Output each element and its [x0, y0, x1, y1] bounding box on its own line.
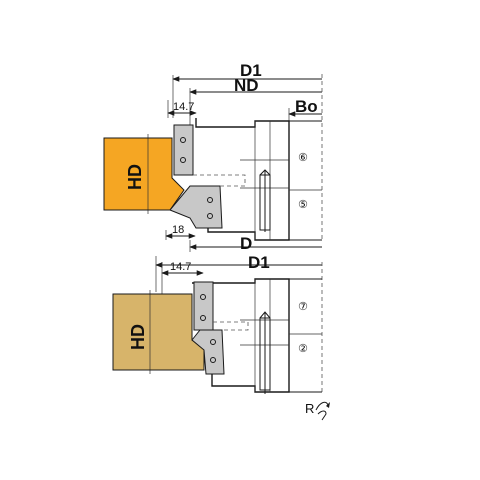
r-label: R [305, 401, 314, 416]
knife-upper-bottom [193, 281, 214, 331]
knife-lower-bottom [191, 329, 225, 375]
item-marker-5: ⑤ [298, 198, 308, 211]
workpiece-top [103, 137, 185, 211]
item-marker-2: ② [298, 342, 308, 355]
hd-label-top: HD [125, 164, 145, 190]
item-marker-6: ⑥ [298, 151, 308, 164]
top-assembly: D1 ND Bo 14.7 HD [103, 61, 323, 253]
dim-label-d1-top: D1 [240, 61, 262, 80]
knife-upper-top [173, 124, 194, 176]
bolt-top [259, 169, 271, 232]
dim-label-d1-bottom: D1 [248, 253, 270, 272]
hd-label-bottom: HD [128, 324, 148, 350]
dim-label-bo: Bo [295, 97, 318, 116]
dim-label-14-7-bottom: 14.7 [170, 261, 191, 273]
bottom-assembly: D1 14.7 HD [112, 253, 330, 421]
dim-label-14-7-top: 14.7 [173, 101, 194, 113]
dim-lines-top [172, 74, 323, 240]
item-marker-7: ⑦ [298, 300, 308, 313]
rotation-arrow-icon [315, 401, 330, 421]
bolt-bottom [259, 311, 271, 394]
dim-label-18: 18 [172, 224, 184, 236]
dim-label-d: D [240, 234, 252, 253]
workpiece-bottom [112, 293, 205, 371]
knife-lower-top [169, 185, 223, 229]
dim-label-nd: ND [234, 76, 259, 95]
